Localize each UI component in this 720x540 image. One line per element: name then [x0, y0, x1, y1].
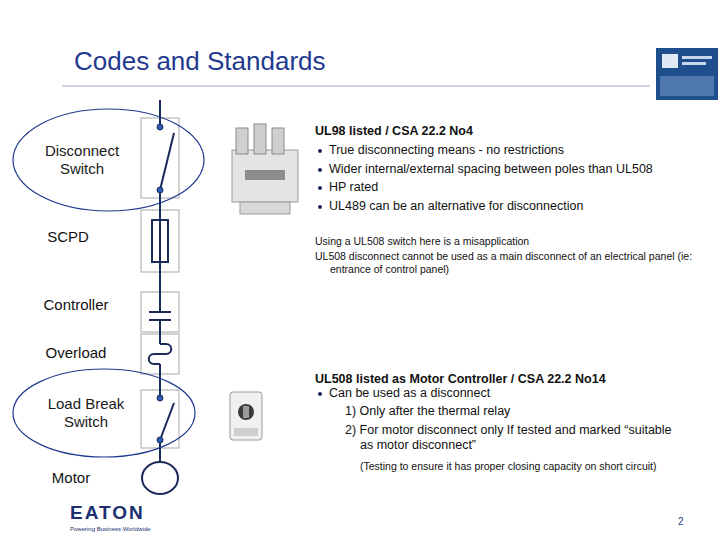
component-label: Overload: [28, 344, 124, 362]
slide-title: Codes and Standards: [74, 46, 326, 77]
switch-knob: [238, 404, 254, 420]
switch-base: [240, 202, 290, 214]
overload-symbol: [149, 344, 172, 364]
switch-shaft: [245, 170, 285, 180]
component-frame: [141, 118, 179, 198]
switch-pole: [254, 124, 266, 154]
component-frame: [141, 390, 179, 448]
logo-wordmark: EATON: [70, 502, 145, 525]
ellipse-outline: [12, 108, 205, 212]
schematic: [142, 100, 178, 494]
wire: [159, 320, 161, 344]
component-label: Controller: [28, 296, 124, 314]
list-text: 1) Only after the thermal relay: [345, 404, 510, 419]
bullet-text: True disconnecting means - no restrictio…: [329, 143, 564, 158]
contact-dot: [157, 124, 163, 130]
contact-dot: [157, 395, 163, 401]
book-image: [656, 48, 718, 100]
wire: [159, 190, 161, 312]
callout-text: Disconnect Switch: [34, 142, 130, 178]
fuse-element: [159, 220, 161, 262]
knob-marker: [243, 406, 249, 418]
wire: [159, 100, 161, 127]
ellipse-callout: Disconnect Switch: [12, 108, 205, 212]
switch-pole: [236, 128, 248, 154]
switch-body: [230, 392, 262, 440]
bullet-dot: [318, 186, 322, 190]
bullet-text: UL489 can be an alternative for disconne…: [329, 199, 583, 214]
note-text: (Testing to ensure it has proper closing…: [360, 460, 656, 473]
page-number: 2: [678, 516, 684, 528]
switch-blade: [160, 133, 174, 190]
component-label: Motor: [28, 469, 114, 487]
switch-blade: [160, 403, 174, 440]
bullet-dot: [318, 149, 322, 153]
component-frames: [141, 118, 179, 448]
disconnect-photo: [232, 124, 298, 214]
switch-label-plate: [234, 428, 258, 436]
contact-dot: [157, 187, 163, 193]
list-text: 2) For motor disconnect only If tested a…: [345, 423, 680, 453]
note-text: UL508 disconnect cannot be used as a mai…: [315, 250, 720, 275]
fuse-symbol: [152, 220, 168, 262]
ellipse-callout: Load Break Switch: [12, 368, 196, 458]
switch-body: [232, 150, 298, 202]
bullet-text: HP rated: [329, 180, 378, 195]
book-cover: [656, 48, 718, 100]
logo-tagline: Powering Business Worldwide: [70, 526, 151, 533]
component-label: SCPD: [28, 228, 108, 246]
bullet-text: Wider internal/external spacing between …: [329, 162, 653, 177]
note-text: Using a UL508 switch here is a misapplic…: [315, 235, 529, 248]
motor-symbol: [142, 462, 178, 494]
book-photo: [660, 76, 714, 96]
contact-dots: [157, 124, 163, 443]
book-line: [682, 62, 706, 65]
ellipse-outline: [13, 369, 195, 457]
book-logo: [662, 54, 678, 68]
wire: [159, 364, 161, 398]
switch-pole: [272, 128, 284, 154]
standard-heading: UL508 listed as Motor Controller / CSA 2…: [315, 372, 606, 387]
bullet-dot: [318, 205, 322, 209]
callout-text: Load Break Switch: [38, 395, 134, 431]
standard-heading: UL98 listed / CSA 22.2 No4: [315, 124, 473, 139]
book-line: [682, 56, 712, 59]
header-rule: [62, 86, 650, 87]
load-break-photo: [230, 392, 262, 440]
ellipse-outline: [13, 109, 204, 211]
bullet-dot: [318, 168, 322, 172]
contact-dot: [157, 437, 163, 443]
component-frame: [141, 210, 179, 272]
contact-plate: [149, 311, 171, 313]
bullet-text: Can be used as a disconnect: [329, 386, 490, 401]
bullet-dot: [318, 392, 322, 396]
